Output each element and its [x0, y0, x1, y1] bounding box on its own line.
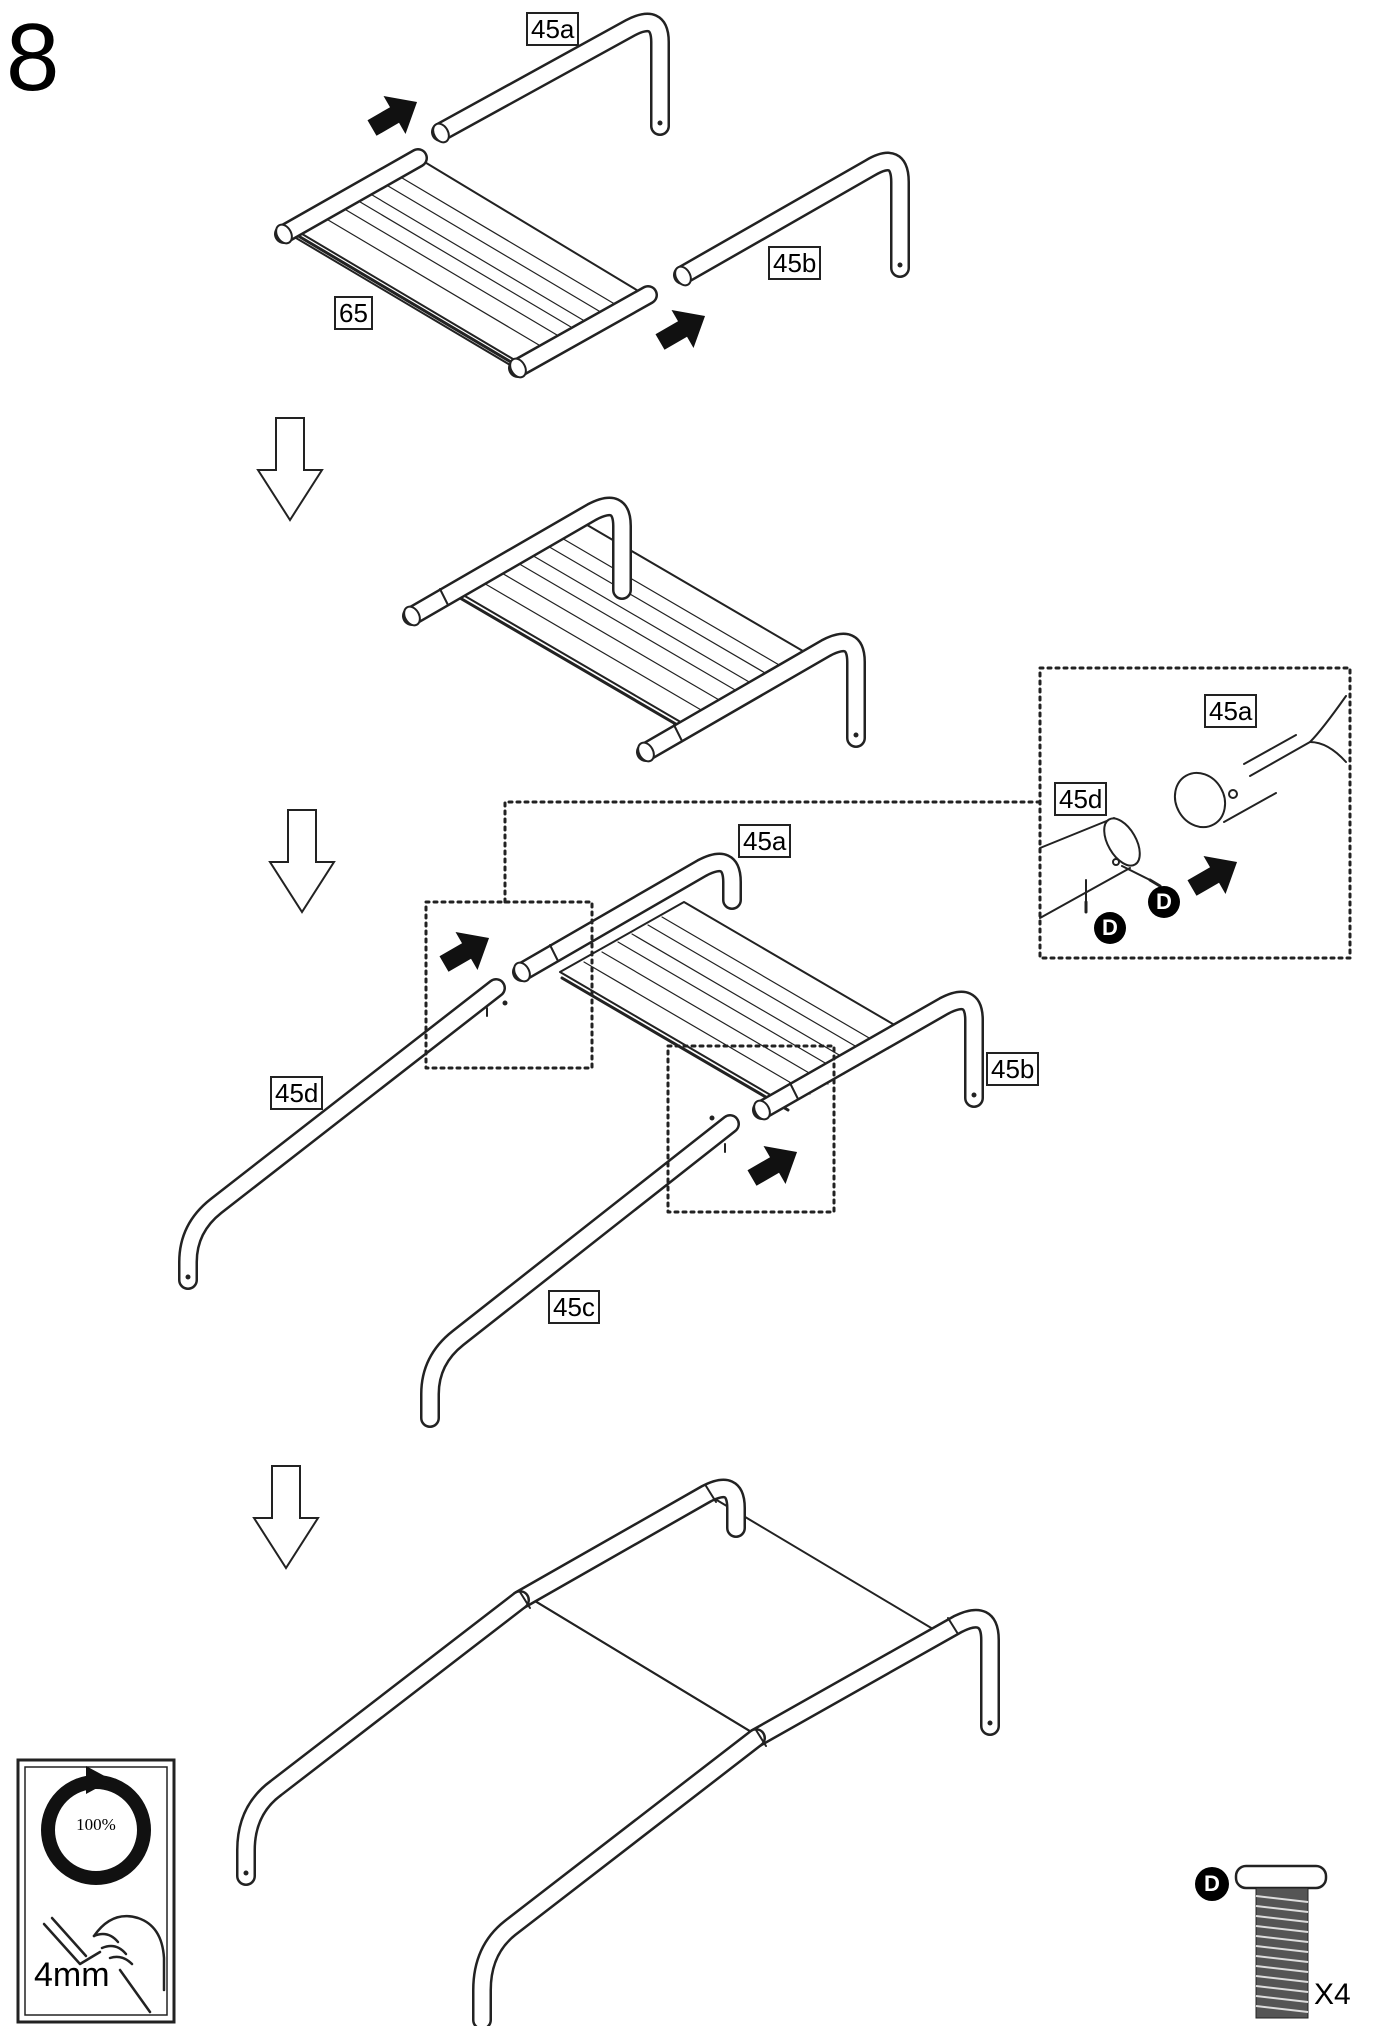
bolt-quantity: X4	[1314, 1978, 1351, 2011]
allen-key-size: 4mm	[34, 1956, 110, 1994]
push-arrow-icon	[1181, 842, 1249, 908]
part-tag-45b: 45b	[986, 1052, 1040, 1086]
part-tag-65: 65	[334, 296, 373, 330]
seat-65-stage1	[274, 148, 658, 379]
bolt-icon	[1234, 1864, 1328, 2019]
push-arrow-icon	[433, 918, 501, 984]
stage-1	[274, 12, 910, 379]
detail-zoom	[1039, 695, 1347, 919]
part-tag-45b: 45b	[768, 246, 822, 280]
stage-3	[178, 666, 1352, 1428]
torque-percent: 100%	[76, 1815, 116, 1834]
push-arrow-icon	[649, 296, 717, 362]
stage-4	[236, 1478, 1000, 2026]
bolt-code-label: D	[1156, 889, 1172, 914]
push-arrow-icon	[361, 82, 429, 148]
bolt-d-disc	[1094, 912, 1126, 944]
part-tag-45a: 45a	[738, 824, 792, 858]
push-arrow-icon	[741, 1132, 809, 1198]
rail-45b-stage1	[673, 151, 910, 287]
step-number: 8	[6, 4, 60, 111]
part-tag-45d: 45d	[1054, 782, 1108, 816]
torque-icon	[41, 1766, 151, 1885]
part-tag-45a: 45a	[526, 12, 580, 46]
part-tag-45a: 45a	[1204, 694, 1258, 728]
bolt-d-disc	[1148, 886, 1180, 918]
allen-key-hand-icon	[42, 1914, 166, 2014]
bolt-d-disc	[1195, 1867, 1229, 1901]
stage-2	[402, 496, 866, 763]
next-step-arrow-icon	[257, 417, 323, 521]
rail-45a-stage1	[431, 12, 670, 144]
tool-box	[16, 1758, 176, 2024]
part-tag-45d: 45d	[270, 1076, 324, 1110]
bolt-code-label: D	[1102, 915, 1118, 940]
part-tag-45c: 45c	[548, 1290, 600, 1324]
next-step-arrow-icon	[269, 809, 335, 913]
next-step-arrow-icon	[253, 1465, 319, 1569]
bolt-code-label: D	[1204, 1871, 1220, 1896]
